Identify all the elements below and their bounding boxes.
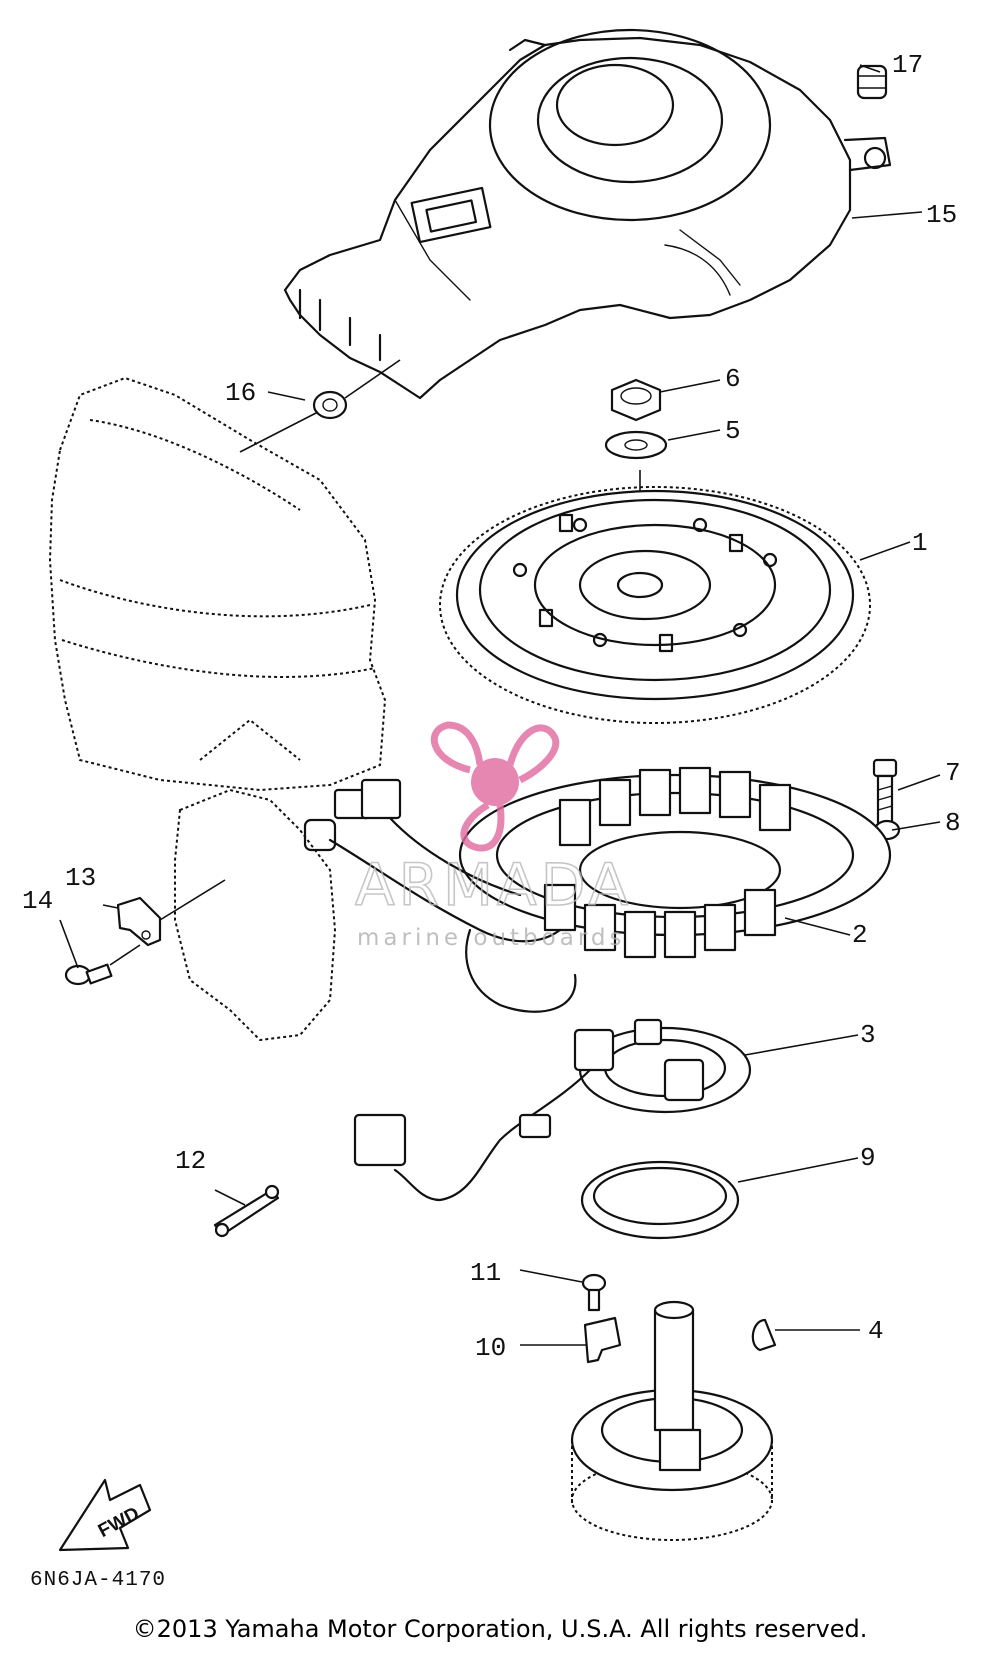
flywheel-nut-6 xyxy=(610,378,662,422)
callout-14: 14 xyxy=(22,886,53,916)
callout-9: 9 xyxy=(860,1143,876,1173)
callout-6: 6 xyxy=(725,364,741,394)
woodruff-key-4 xyxy=(751,1318,777,1352)
callout-17: 17 xyxy=(892,50,923,80)
cdi-bracket-outline xyxy=(174,788,337,1042)
washer-5 xyxy=(604,430,668,460)
pulser-coil-3 xyxy=(353,1018,752,1202)
bolt-7 xyxy=(872,758,898,826)
callout-11: 11 xyxy=(470,1258,501,1288)
fwd-arrow: FWD xyxy=(58,1478,152,1552)
callout-13: 13 xyxy=(65,863,96,893)
stator-wiring xyxy=(303,778,577,1013)
callout-8: 8 xyxy=(945,808,961,838)
armada-watermark: ARMADA marine outboards xyxy=(354,721,632,951)
callout-3: 3 xyxy=(860,1020,876,1050)
ring-9 xyxy=(580,1160,740,1240)
callout-numbers: 17 15 16 6 5 1 7 8 13 14 2 3 9 12 11 10 … xyxy=(22,50,961,1363)
callout-1: 1 xyxy=(912,528,928,558)
grommet-17 xyxy=(856,64,888,100)
callout-4: 4 xyxy=(868,1316,884,1346)
callout-10: 10 xyxy=(475,1333,506,1363)
flywheel-1 xyxy=(439,486,871,724)
plate-12 xyxy=(213,1184,280,1238)
callout-16: 16 xyxy=(225,378,256,408)
grommet-16 xyxy=(239,359,401,453)
callout-5: 5 xyxy=(725,416,741,446)
callout-15: 15 xyxy=(926,200,957,230)
screw-11 xyxy=(581,1273,607,1312)
watermark-brand: ARMADA xyxy=(355,851,632,919)
callout-2: 2 xyxy=(852,920,868,950)
clamp-10 xyxy=(583,1316,622,1364)
electrical-box-outline xyxy=(48,376,387,792)
callout-7: 7 xyxy=(945,758,961,788)
watermark-tagline: marine outboards xyxy=(357,925,625,951)
callout-12: 12 xyxy=(175,1146,206,1176)
diagram-code: 6N6JA-4170 xyxy=(30,1569,166,1592)
bracket-13 xyxy=(116,896,162,947)
crankshaft-housing xyxy=(570,1300,774,1541)
flywheel-cover xyxy=(283,28,892,400)
propeller-logo-icon xyxy=(430,721,560,852)
stator-2 xyxy=(458,766,892,959)
copyright-notice: ©2013 Yamaha Motor Corporation, U.S.A. A… xyxy=(132,1615,868,1643)
callout-lines xyxy=(59,64,941,1346)
screw-14 xyxy=(64,963,113,986)
